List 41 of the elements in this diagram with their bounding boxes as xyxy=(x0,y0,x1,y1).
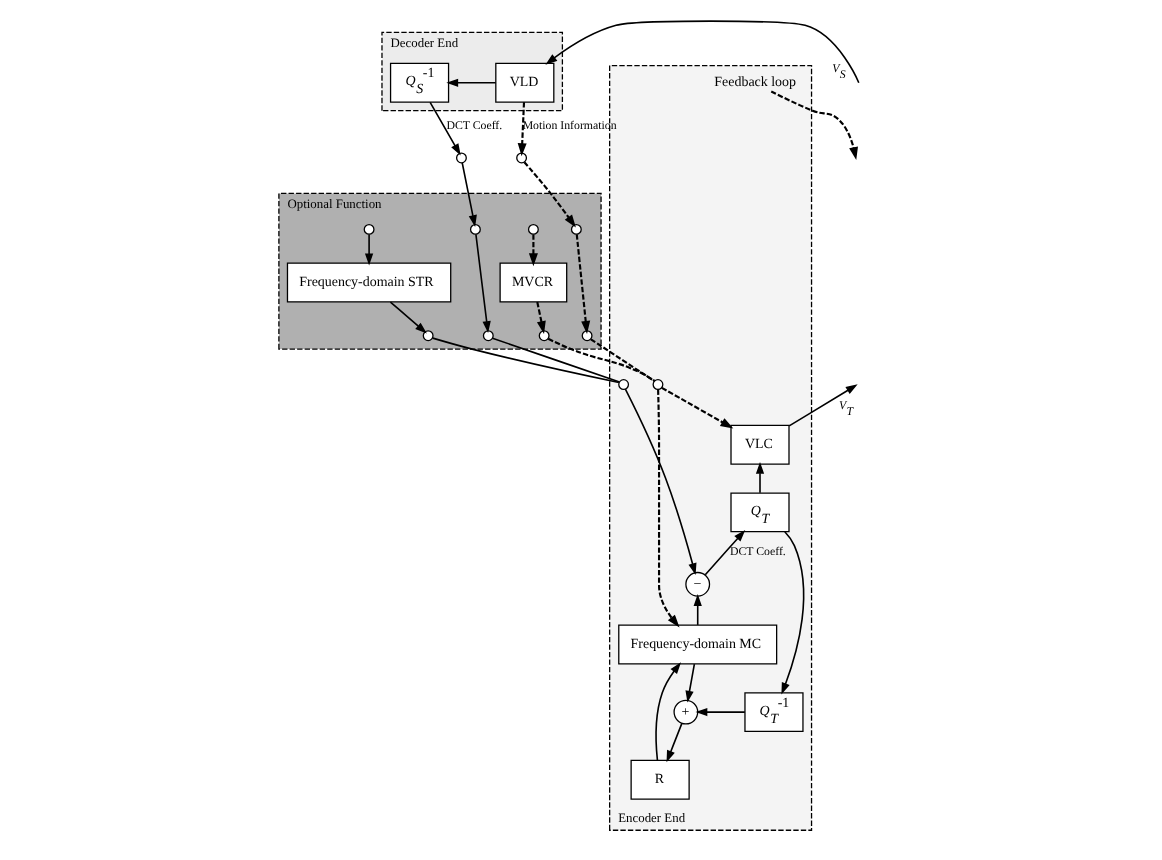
node-circle xyxy=(515,152,527,164)
arrow xyxy=(522,161,575,228)
arrow xyxy=(544,20,859,84)
arrow xyxy=(654,662,680,762)
node-circle xyxy=(421,330,433,342)
arrow xyxy=(692,594,701,626)
arrow xyxy=(694,707,745,717)
arrow xyxy=(388,301,426,334)
arrow xyxy=(665,722,682,763)
node-circle xyxy=(537,330,549,342)
node-circle xyxy=(468,223,480,235)
arrow xyxy=(703,529,745,576)
arrow xyxy=(474,233,490,334)
connector xyxy=(546,337,655,382)
arrow xyxy=(660,386,733,429)
arrow xyxy=(516,102,526,157)
arrow xyxy=(623,388,696,575)
connector xyxy=(490,337,620,383)
arrow xyxy=(769,90,857,161)
arrow xyxy=(656,389,679,628)
arrow xyxy=(535,301,545,334)
arrow xyxy=(445,78,496,87)
node-circle xyxy=(454,152,466,164)
node-circle xyxy=(481,330,493,342)
arrow xyxy=(754,461,764,494)
arrow xyxy=(574,234,590,334)
connector xyxy=(589,338,655,383)
arrow xyxy=(787,384,857,427)
arrow xyxy=(527,234,537,267)
node-circle xyxy=(526,223,538,235)
node-circle xyxy=(569,223,581,235)
arrow xyxy=(684,663,695,703)
arrow xyxy=(460,161,476,227)
arrow xyxy=(363,233,373,266)
node-circle xyxy=(362,223,374,235)
node-circle xyxy=(617,379,629,391)
arrow xyxy=(428,101,460,156)
node-circle xyxy=(651,379,663,391)
connector xyxy=(430,337,619,384)
node-circle xyxy=(580,330,592,342)
arrow xyxy=(780,530,804,695)
